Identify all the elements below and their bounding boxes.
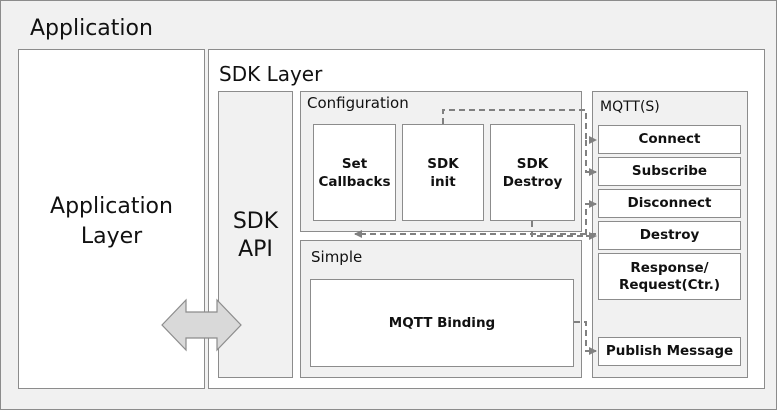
destroy-box: Destroy	[598, 221, 741, 250]
sdk-init-box: SDK init	[402, 124, 484, 221]
sdk-destroy-box: SDK Destroy	[490, 124, 575, 221]
response-request-box: Response/ Request(Ctr.)	[598, 253, 741, 300]
set-callbacks-box: Set Callbacks	[313, 124, 396, 221]
application-layer-label: Application Layer	[50, 194, 173, 249]
simple-title: Simple	[311, 248, 363, 266]
disconnect-box: Disconnect	[598, 189, 741, 218]
connect-box: Connect	[598, 125, 741, 154]
sdk-api-label: SDK API	[232, 209, 279, 262]
sdk-layer-title: SDK Layer	[219, 62, 323, 86]
mqtt-title: MQTT(S)	[600, 99, 660, 115]
mqtt-binding-box: MQTT Binding	[310, 279, 574, 367]
subscribe-box: Subscribe	[598, 157, 741, 186]
configuration-title: Configuration	[307, 94, 409, 112]
publish-message-box: Publish Message	[598, 337, 741, 366]
application-title: Application	[30, 16, 153, 41]
